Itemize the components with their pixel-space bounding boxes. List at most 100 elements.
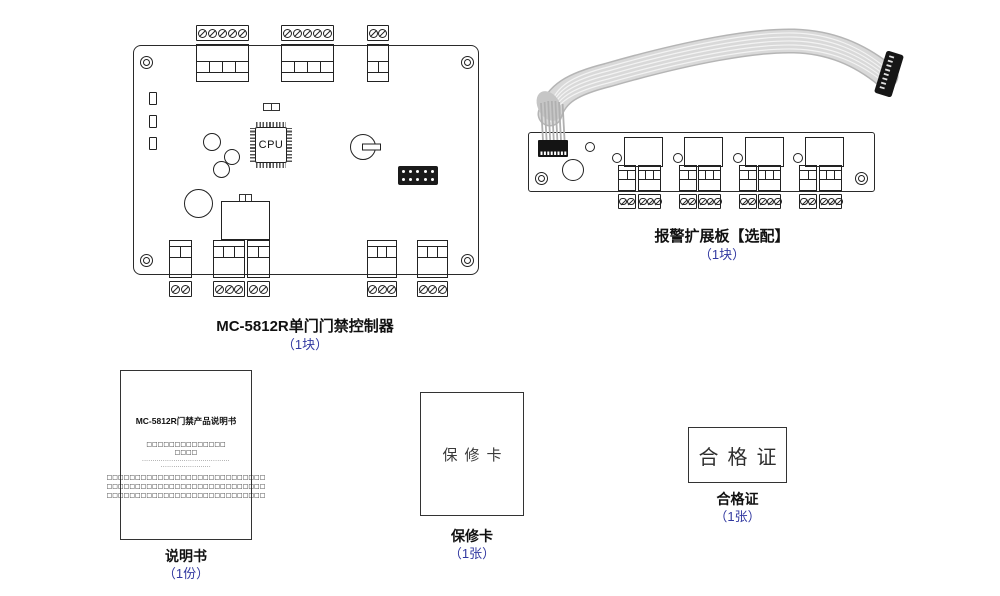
pin-dot-icon: [409, 177, 413, 181]
terminal-block: [367, 25, 389, 82]
manual-label: 说明书: [165, 548, 207, 564]
led-icon: [149, 115, 157, 128]
manual-cover-line: □□□□: [174, 449, 198, 456]
terminal-connector: [169, 281, 192, 297]
certificate-card: 合格证: [688, 427, 787, 483]
capacitor-icon: [213, 161, 230, 178]
terminal-block: [367, 240, 397, 297]
terminal-body: [417, 240, 448, 278]
manual-cover-line: □□□□□□□□□□□□□□: [146, 441, 226, 448]
cpu-chip: CPU: [250, 122, 292, 168]
led-icon: [149, 137, 157, 150]
led-icon: [793, 153, 803, 163]
buzzer-icon: [562, 159, 584, 181]
terminal-block: [698, 165, 722, 209]
terminal-block: [169, 240, 192, 297]
pin-dot-icon: [402, 177, 406, 181]
warranty-card: 保修卡: [420, 392, 524, 516]
screw-icon: [748, 197, 756, 206]
cpu-label: CPU: [255, 127, 287, 163]
pin-dot-icon: [430, 170, 434, 174]
relay-icon: [805, 137, 844, 167]
manual-cover-line: □□□□□□□□□□□□□□□□□□□□□□□□□□□□: [106, 483, 266, 490]
terminal-connector: [213, 281, 245, 297]
certificate-card-text: 合格证: [698, 446, 786, 469]
warranty-label: 保修卡: [451, 528, 493, 544]
screw-icon: [259, 284, 268, 294]
screw-icon: [228, 28, 237, 38]
screw-icon: [218, 28, 227, 38]
manual-booklet: MC-5812R门禁产品说明书 □□□□□□□□□□□□□□ □□□□ ····…: [107, 370, 265, 540]
relay-icon: [221, 201, 270, 240]
capacitor-icon: [203, 133, 221, 151]
controller-label: MC-5812R单门门禁控制器: [216, 318, 394, 335]
screw-hole-icon: [140, 254, 153, 267]
screw-icon: [171, 284, 180, 294]
screw-icon: [619, 197, 627, 206]
terminal-block: [758, 165, 782, 209]
manual-cover-line: ········································…: [142, 458, 230, 464]
terminal-body: [618, 165, 636, 191]
manual-cover-line: □□□□□□□□□□□□□□□□□□□□□□□□□□□□: [106, 474, 266, 481]
expansion-label: 报警扩展板【选配】: [654, 228, 790, 245]
terminal-body: [758, 165, 781, 191]
capacitor-icon: [224, 149, 240, 165]
terminal-connector: [247, 281, 270, 297]
terminal-body: [213, 240, 245, 278]
screw-icon: [249, 284, 258, 294]
pin-dot-icon: [402, 170, 406, 174]
controller-count: （1块）: [281, 337, 329, 352]
screw-icon: [313, 28, 322, 38]
terminal-block: [247, 240, 270, 297]
screw-icon: [238, 28, 247, 38]
resistor-icon: [263, 103, 280, 111]
led-icon: [673, 153, 683, 163]
expansion-board: [528, 132, 875, 192]
terminal-body: [169, 240, 192, 278]
terminal-block: [679, 165, 697, 209]
terminal-block: [799, 165, 817, 209]
manual-cover-title: MC-5812R门禁产品说明书: [135, 416, 237, 426]
terminal-block: [213, 240, 245, 297]
screw-icon: [654, 197, 662, 206]
controller-board: CPU: [133, 45, 479, 275]
terminal-connector: [196, 25, 249, 41]
relay-icon: [624, 137, 663, 167]
terminal-connector: [679, 194, 697, 209]
led-icon: [149, 92, 157, 105]
terminal-connector: [367, 25, 389, 41]
screw-icon: [688, 197, 696, 206]
screw-icon: [820, 197, 828, 206]
warranty-card-text: 保修卡: [442, 447, 509, 464]
screw-icon: [378, 28, 388, 38]
pin-header-icon: [398, 166, 438, 185]
manual-cover-line: □□□□□□□□□□□□□□□□□□□□□□□□□□□□: [106, 492, 266, 499]
screw-hole-icon: [535, 172, 548, 185]
terminal-body: [196, 44, 249, 82]
screw-icon: [418, 284, 428, 294]
terminal-connector: [281, 25, 334, 41]
screw-icon: [766, 197, 774, 206]
screw-icon: [740, 197, 748, 206]
relay-icon: [684, 137, 723, 167]
terminal-connector: [819, 194, 843, 209]
screw-icon: [428, 284, 437, 294]
screw-icon: [680, 197, 688, 206]
screw-icon: [377, 284, 387, 294]
expansion-count: （1块）: [698, 247, 746, 262]
terminal-body: [638, 165, 661, 191]
terminal-connector: [417, 281, 448, 297]
terminal-block: [638, 165, 662, 209]
terminal-connector: [758, 194, 782, 209]
pin-dot-icon: [430, 177, 434, 181]
terminal-body: [679, 165, 697, 191]
certificate-count: （1张）: [714, 509, 761, 524]
screw-icon: [714, 197, 722, 206]
screw-icon: [827, 197, 835, 206]
warranty-count: （1张）: [448, 546, 496, 561]
terminal-block: [819, 165, 843, 209]
screw-icon: [181, 284, 190, 294]
terminal-connector: [698, 194, 722, 209]
screw-hole-icon: [461, 56, 474, 69]
